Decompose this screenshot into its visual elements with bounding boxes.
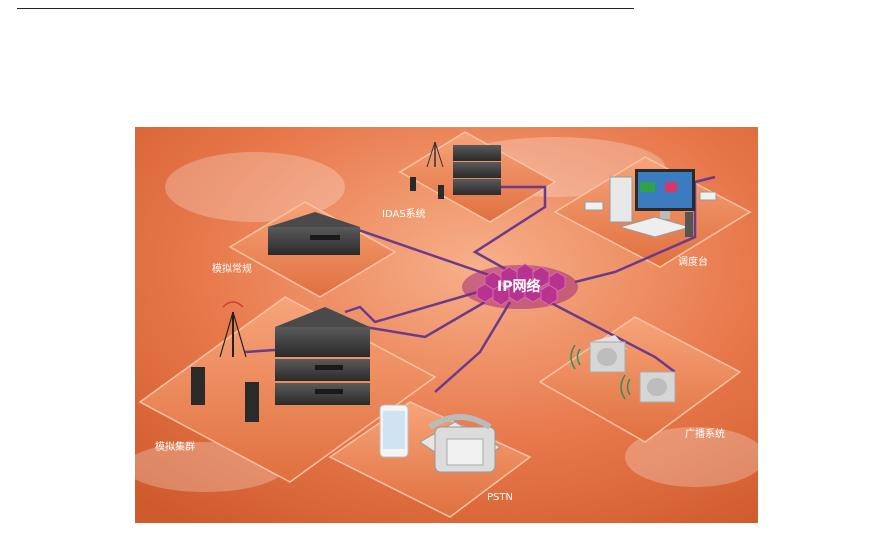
broadcast-speakers xyxy=(570,335,676,403)
ip-network-label: IP网络 xyxy=(497,278,540,295)
analog-trunking-equipment xyxy=(191,301,370,422)
pstn-devices xyxy=(379,404,501,473)
ip-network-cloud: IP网络 xyxy=(462,263,578,309)
analog-trunking-label: 模拟集群 xyxy=(155,440,195,453)
platform-dispatch xyxy=(553,156,752,268)
network-diagram: IP网络 IDAS系统 模拟常规 调度台 xyxy=(135,127,758,523)
pstn-label: PSTN xyxy=(487,492,513,503)
top-horizontal-rule xyxy=(17,8,634,9)
broadcast-label: 广播系统 xyxy=(685,427,725,440)
analog-conventional-label: 模拟常规 xyxy=(212,262,252,275)
dispatch-console xyxy=(584,169,717,238)
network-links xyxy=(244,175,716,393)
dispatch-label: 调度台 xyxy=(678,255,708,268)
idas-label: IDAS系统 xyxy=(382,207,426,220)
analog-conventional-rack xyxy=(268,212,360,255)
idas-equipment xyxy=(410,141,501,199)
